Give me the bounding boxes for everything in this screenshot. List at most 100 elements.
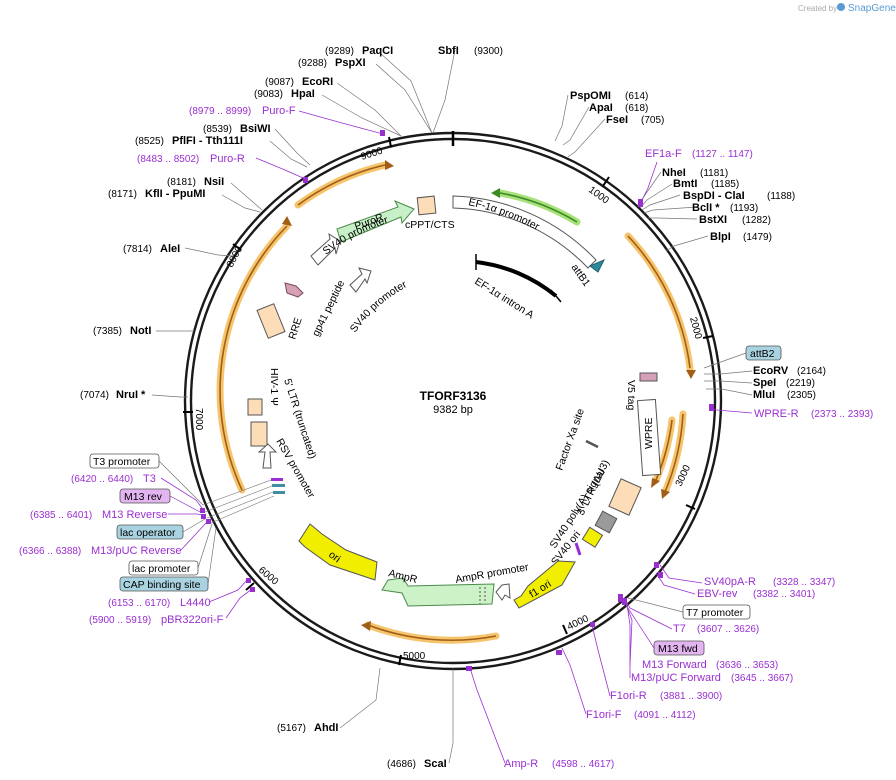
site-name-mlui[interactable]: MluI (753, 389, 775, 401)
ef1a-promoter-arrow[interactable] (452, 195, 597, 269)
site-name-pspxi[interactable]: PspXI (335, 57, 366, 69)
site-pos-blpi: (1479) (743, 232, 772, 243)
site-name-pflfi[interactable]: PflFI - Tth111I (172, 135, 243, 147)
site-name-blpi[interactable]: BlpI (710, 231, 731, 243)
wpre-marker[interactable] (636, 398, 662, 477)
site-name-bspdi[interactable]: BspDI - ClaI (683, 190, 745, 202)
site-name-alei[interactable]: AleI (160, 243, 180, 255)
primer-name-t7[interactable]: T7 (673, 623, 686, 635)
ampr-promoter-arrow[interactable] (495, 583, 511, 601)
site-pos-ecorv: (2164) (797, 366, 826, 377)
site-pos-kfli: (8171) (108, 189, 137, 200)
primer-pos-f1ori-r: (3881 .. 3900) (660, 691, 722, 702)
three-ltr-marker[interactable] (608, 478, 642, 516)
site-name-nhei[interactable]: NheI (662, 167, 686, 179)
primer-labels: (8979 .. 8999) Puro-F (8483 .. 8502) Pur… (19, 105, 873, 770)
five-ltr-marker[interactable] (250, 421, 268, 447)
primer-name-m13-forward[interactable]: M13 Forward (642, 659, 707, 671)
primer-name-pbr322ori-f[interactable]: pBR322ori-F (161, 614, 224, 626)
primer-name-puro-r[interactable]: Puro-R (210, 153, 245, 165)
primer-name-t3[interactable]: T3 (143, 473, 156, 485)
gp41-peptide-marker[interactable] (284, 282, 304, 298)
site-name-spei[interactable]: SpeI (753, 377, 776, 389)
attb2-box[interactable] (745, 345, 782, 361)
hiv1-psi-marker[interactable] (247, 398, 263, 416)
factor-xa-marker[interactable] (585, 439, 599, 449)
primer-name-m13-reverse[interactable]: M13 Reverse (102, 509, 167, 521)
primer-name-amp-r[interactable]: Amp-R (504, 758, 538, 770)
puror-arrow[interactable] (336, 200, 415, 243)
cap-binding-site-box[interactable] (119, 576, 209, 592)
v5-tag-marker[interactable] (639, 372, 658, 382)
primer-name-sv40pa-r[interactable]: SV40pA-R (704, 576, 756, 588)
lac-cluster-marker[interactable] (271, 478, 283, 481)
t3-promoter-box-label: T3 promoter (93, 456, 151, 468)
primer-pos-l4440: (6153 .. 6170) (108, 598, 170, 609)
t7-promoter-box[interactable] (682, 604, 751, 620)
site-name-paqci[interactable]: PaqCI (362, 45, 393, 57)
rre-marker[interactable] (256, 303, 286, 339)
site-name-scai[interactable]: ScaI (424, 758, 447, 770)
cppt-cts-label: cPPT/CTS (405, 219, 455, 231)
site-name-ahdi[interactable]: AhdI (314, 722, 338, 734)
primer-name-f1ori-f[interactable]: F1ori-F (586, 709, 622, 721)
cap-binding-site-box-label: CAP binding site (123, 579, 201, 591)
m13-rev-box[interactable] (119, 488, 171, 504)
site-pos-bsiwi: (8539) (203, 124, 232, 135)
sv40-ori-marker[interactable] (581, 526, 604, 548)
primer-pos-m13-puc-forward: (3645 .. 3667) (731, 673, 793, 684)
ori-arrow[interactable] (298, 523, 378, 581)
primer-name-f1ori-r[interactable]: F1ori-R (610, 690, 647, 702)
primer-name-ebv-rev[interactable]: EBV-rev (697, 588, 738, 600)
lac-operator-box[interactable] (116, 524, 184, 540)
site-name-bstxi[interactable]: BstXI (699, 214, 727, 226)
primer-name-puro-f[interactable]: Puro-F (262, 105, 296, 117)
site-name-kfli[interactable]: KflI - PpuMI (145, 188, 206, 200)
ef1a-intron-a-label: EF-1α intron A (472, 275, 535, 321)
site-name-bcli[interactable]: BclI * (692, 202, 720, 214)
primer-name-m13-puc-forward[interactable]: M13/pUC Forward (631, 672, 721, 684)
primer-name-wpre-r[interactable]: WPRE-R (754, 408, 799, 420)
site-name-noti[interactable]: NotI (130, 325, 151, 337)
site-pos-bmti: (1185) (711, 179, 739, 190)
tick-label-7000: 7000 (193, 408, 204, 431)
primer-name-ef1a-f[interactable]: EF1a-F (645, 148, 682, 160)
primer-name-m13-puc-reverse[interactable]: M13/pUC Reverse (91, 545, 181, 557)
cap-cluster-marker[interactable] (272, 484, 285, 487)
lac-promoter-box[interactable] (128, 560, 199, 576)
t7-promoter-box-label: T7 promoter (686, 607, 744, 619)
site-name-ecori[interactable]: EcoRI (302, 76, 333, 88)
t3-promoter-box[interactable] (89, 453, 160, 469)
site-name-apai[interactable]: ApaI (589, 102, 613, 114)
site-name-nrui[interactable]: NruI * (116, 389, 146, 401)
rsv-promoter-arrow[interactable] (257, 443, 278, 469)
site-name-nsii[interactable]: NsiI (204, 176, 224, 188)
site-name-hpai[interactable]: HpaI (291, 88, 315, 100)
site-name-ecorv[interactable]: EcoRV (753, 365, 789, 377)
snapgene-logo-icon (837, 3, 845, 11)
cppt-cts-marker[interactable] (416, 195, 437, 216)
primer-pos-t7: (3607 .. 3626) (697, 624, 759, 635)
site-name-bmti[interactable]: BmtI (673, 178, 697, 190)
brand-text: SnapGene (848, 3, 896, 14)
site-pos-mlui: (2305) (787, 390, 816, 401)
primer-tick-marks (200, 130, 714, 671)
m13-fwd-box[interactable] (653, 640, 705, 656)
primer-pos-f1ori-f: (4091 .. 4112) (634, 710, 696, 721)
attb1-marker[interactable] (589, 259, 606, 273)
site-pos-hpai: (9083) (254, 89, 283, 100)
tick-label-8000: 8000 (225, 244, 245, 269)
site-name-fsei[interactable]: FseI (606, 114, 628, 126)
primer-name-l4440[interactable]: L4440 (180, 597, 211, 609)
ef1a-intron-a-arc[interactable] (475, 260, 558, 298)
site-pos-spei: (2219) (786, 378, 815, 389)
f1-ori-arrow[interactable] (513, 560, 576, 609)
sv40-polya-marker[interactable] (594, 510, 618, 534)
site-name-bsiwi[interactable]: BsiWI (240, 123, 271, 135)
site-pos-scai: (4686) (387, 759, 416, 770)
site-name-sbfi[interactable]: SbfI (438, 45, 459, 57)
sv40-promoter-upper-arrow[interactable] (310, 232, 341, 266)
sv40-promoter-inner-arrow[interactable] (349, 267, 372, 293)
ampr-arrow[interactable] (381, 577, 495, 607)
site-name-pspomi[interactable]: PspOMI (570, 90, 611, 102)
